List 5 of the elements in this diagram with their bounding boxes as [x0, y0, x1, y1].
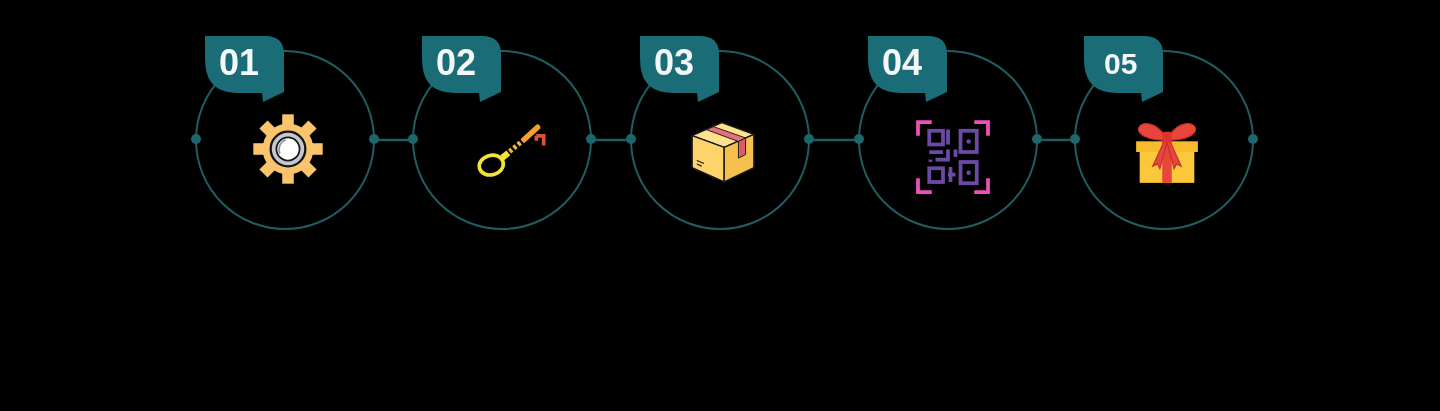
- step-number: 02: [436, 45, 477, 81]
- step-number: 03: [654, 45, 695, 81]
- step-number: 01: [219, 45, 260, 81]
- step-number: 04: [882, 45, 923, 81]
- step-number: 05: [1104, 49, 1138, 79]
